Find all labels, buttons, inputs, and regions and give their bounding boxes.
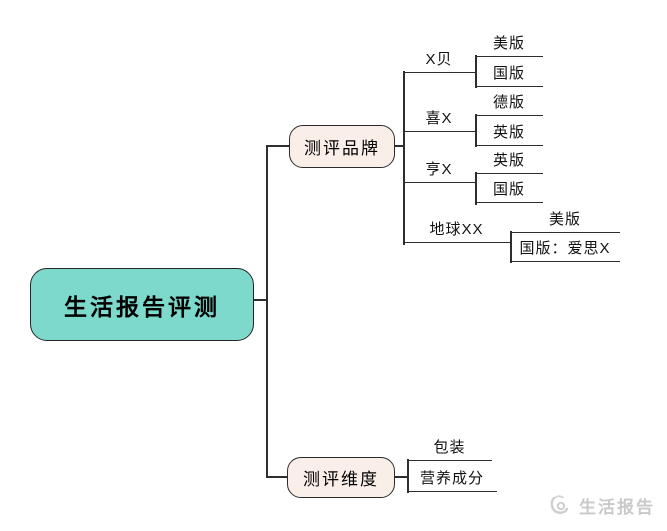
leaf-cn-version-1[interactable]: 国版 (475, 61, 543, 87)
connector-dimension-stub-left (266, 476, 288, 478)
connector-dimension-stub-right (394, 476, 408, 478)
leaf-nutrition[interactable]: 营养成分 (407, 466, 497, 492)
connector-root-stub (254, 299, 267, 301)
leaf-cn-aisi[interactable]: 国版：爱思X (510, 236, 620, 262)
leaf-packaging[interactable]: 包装 (407, 435, 492, 461)
connector-dimension-spine (407, 459, 409, 493)
leaf-cn-version-2[interactable]: 国版 (475, 177, 543, 203)
watermark-logo-icon (548, 494, 572, 518)
node-x-bei[interactable]: X贝 (403, 47, 475, 73)
connector-main-spine (266, 145, 268, 478)
node-xi-x[interactable]: 喜X (403, 106, 475, 132)
connector-brand-stub-right (394, 145, 404, 147)
leaf-de-version[interactable]: 德版 (475, 90, 543, 116)
leaf-uk-version-1[interactable]: 英版 (475, 120, 543, 146)
connector-brand-spine (403, 71, 405, 245)
branch-node-dimensions[interactable]: 测评维度 (287, 457, 395, 498)
connector-xbei-spine (475, 55, 477, 88)
node-earth-xx[interactable]: 地球XX (403, 217, 510, 243)
watermark-text: 生活报告 (579, 498, 655, 517)
connector-hengx-spine (475, 172, 477, 205)
root-node[interactable]: 生活报告评测 (30, 268, 254, 341)
connector-xix-spine (475, 114, 477, 147)
node-heng-x[interactable]: 亨X (403, 157, 475, 183)
leaf-us-version-1[interactable]: 美版 (475, 31, 543, 57)
branch-node-brands[interactable]: 测评品牌 (289, 125, 395, 168)
connector-earthxx-spine (510, 231, 512, 263)
watermark: 生活报告 (548, 493, 655, 518)
leaf-us-version-2[interactable]: 美版 (510, 207, 620, 233)
leaf-uk-version-2[interactable]: 英版 (475, 148, 543, 174)
connector-brand-stub-left (266, 145, 290, 147)
